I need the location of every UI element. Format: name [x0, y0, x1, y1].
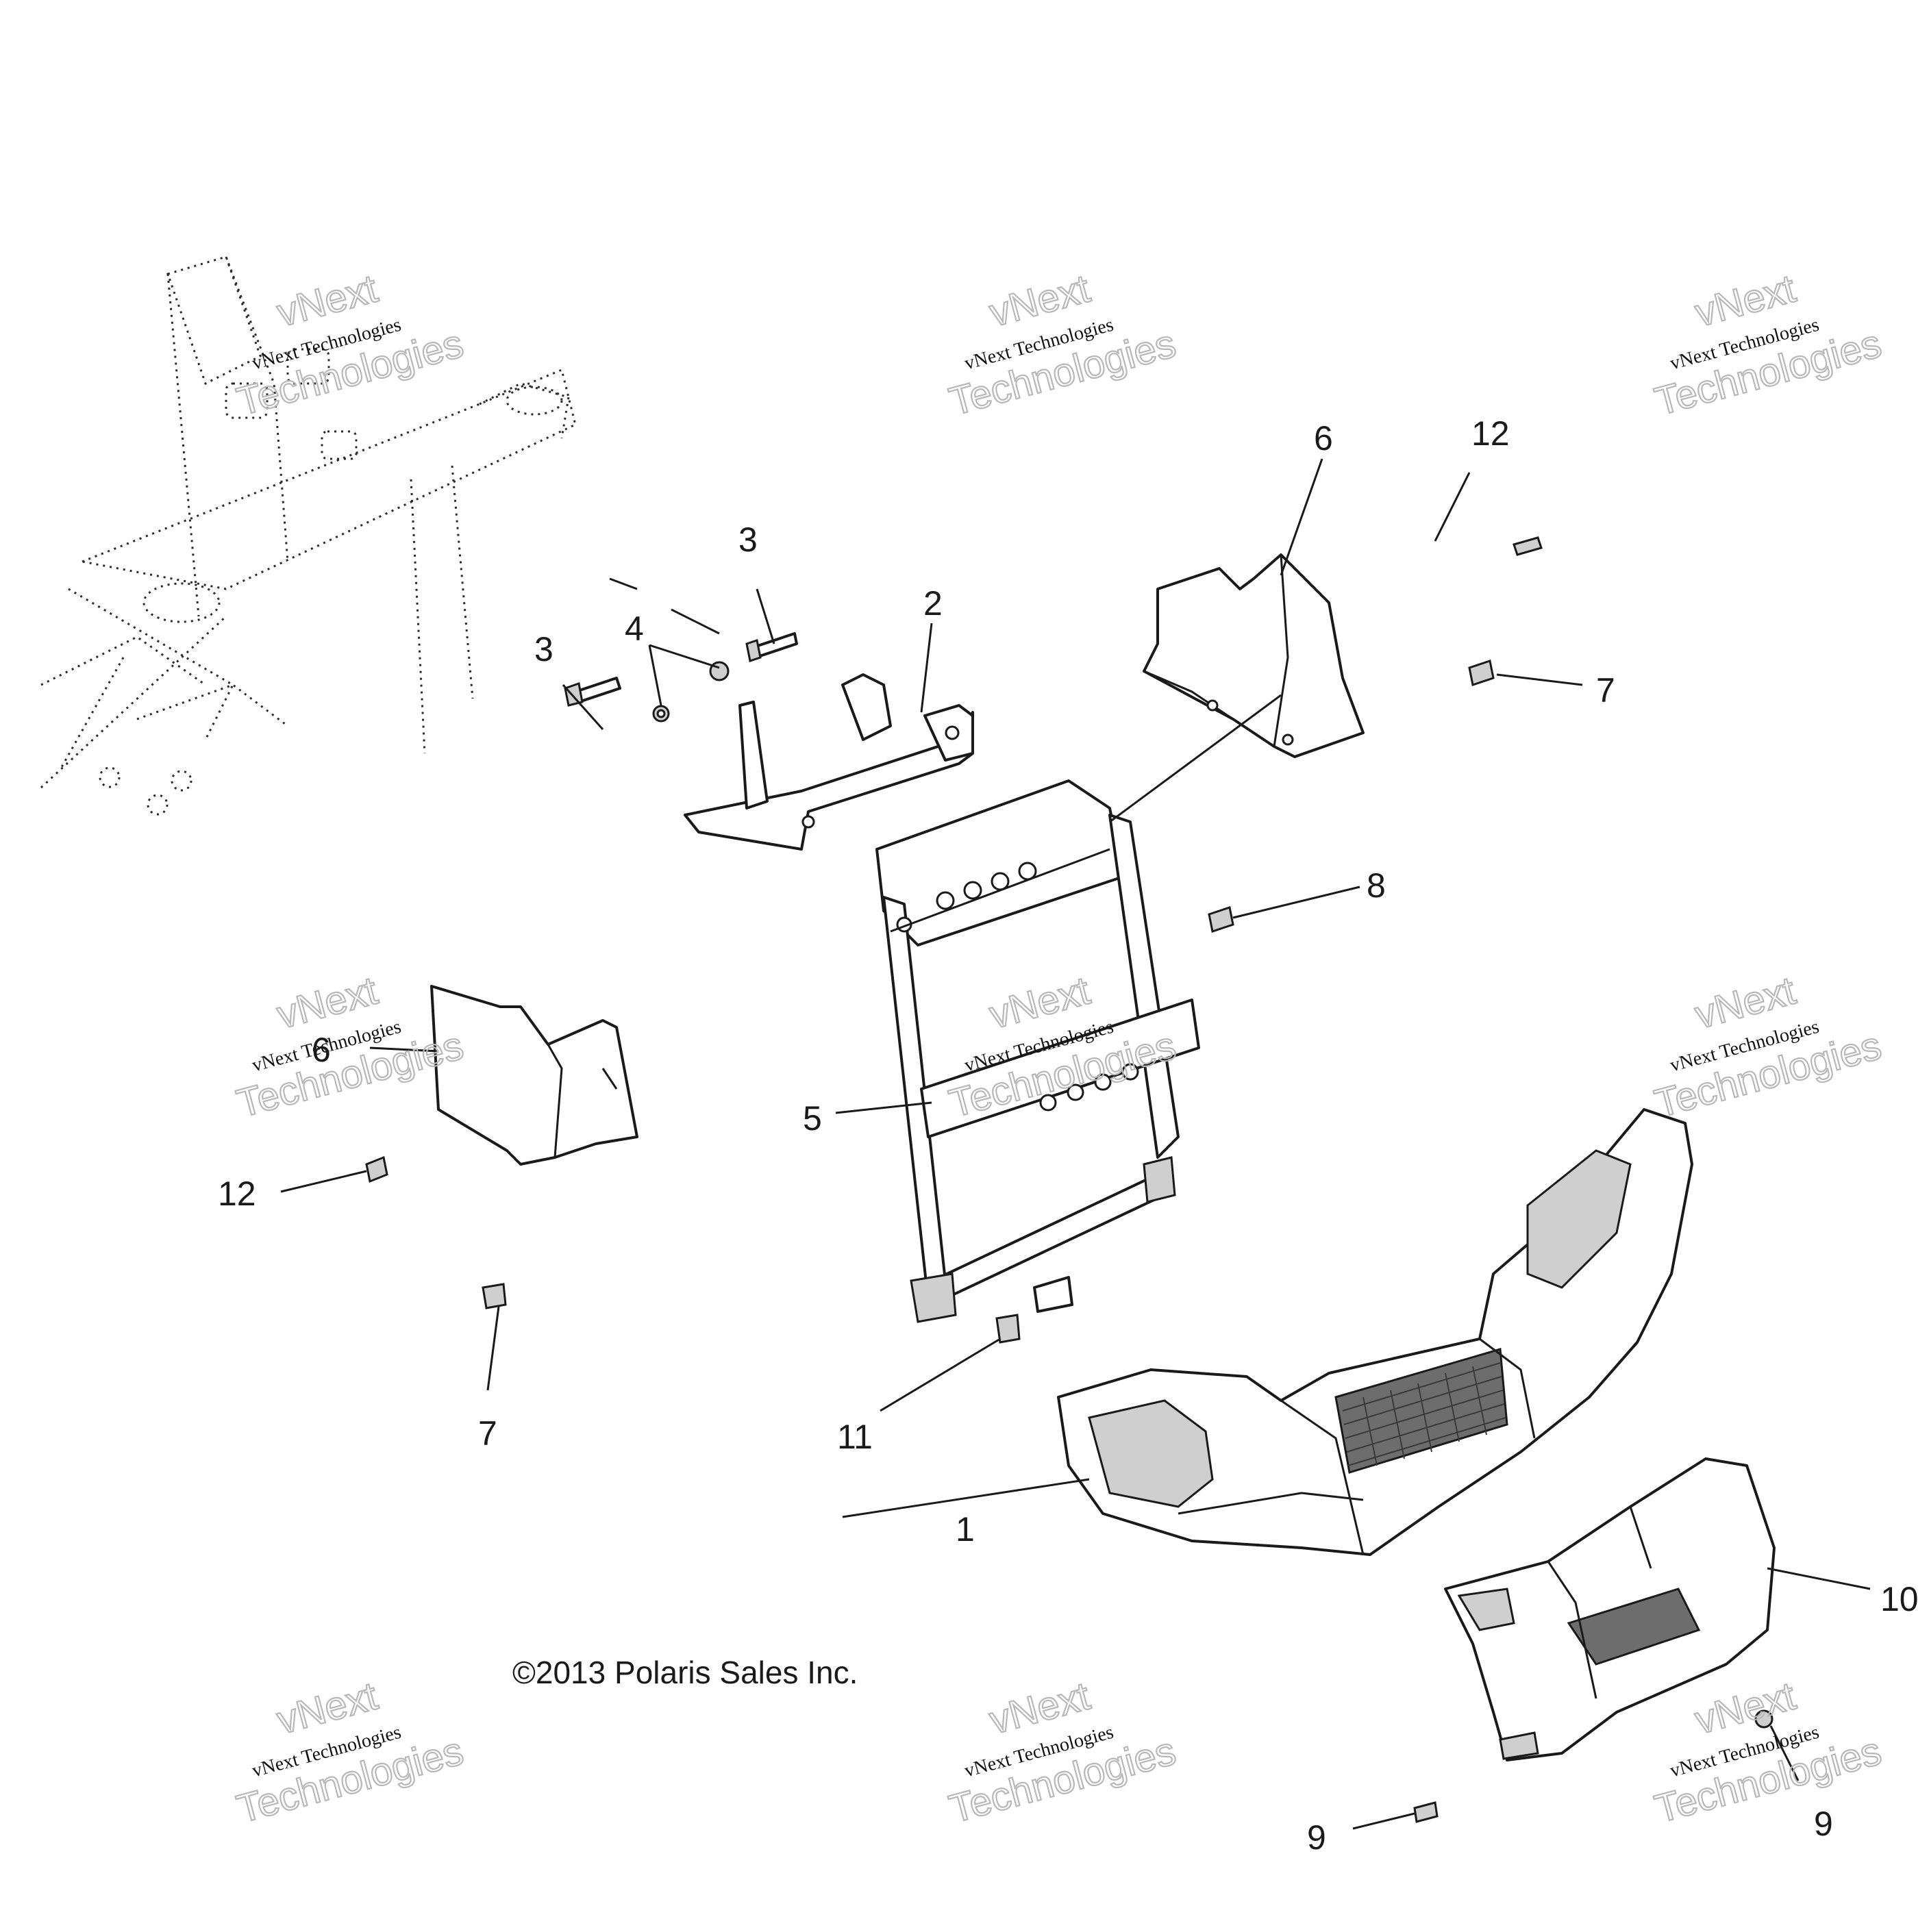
- front-fascia-part: [1057, 1108, 1693, 1556]
- callout-10: 10: [1880, 1580, 1919, 1618]
- front-frame-part: [875, 779, 1200, 1323]
- bolt-part: [564, 577, 798, 723]
- copyright-notice: ©2013 Polaris Sales Inc.: [512, 1655, 858, 1690]
- callout-2: 2: [923, 584, 943, 623]
- callout-9-right: 9: [1814, 1805, 1833, 1843]
- callout-6-upper: 6: [1314, 419, 1333, 457]
- mounting-bracket-part: [684, 673, 974, 851]
- callout-7-left: 7: [478, 1414, 497, 1453]
- watermark-mid-left: vNext vNext Technologies Technologies: [232, 968, 469, 1127]
- callout-11: 11: [837, 1418, 873, 1456]
- callout-4: 4: [625, 610, 644, 648]
- watermark-top-right: vNext vNext Technologies Technologies: [1650, 266, 1887, 425]
- callout-labels: 1 2 3 3 4 5 6 6 7 7 8 9 9 10 11 12 12: [218, 414, 1919, 1857]
- watermark-bottom-left: vNext vNext Technologies Technologies: [232, 1673, 469, 1833]
- watermark-bottom-center: vNext vNext Technologies Technologies: [944, 1673, 1181, 1833]
- callout-3-left: 3: [534, 630, 553, 668]
- callout-1: 1: [956, 1510, 975, 1548]
- shield-upper-part: [1143, 553, 1365, 758]
- vehicle-frame-reference: [40, 255, 577, 816]
- callout-5: 5: [803, 1099, 822, 1138]
- callout-3-right: 3: [738, 520, 758, 559]
- shield-lower-part: [430, 985, 638, 1166]
- callout-9-left: 9: [1307, 1818, 1326, 1857]
- callout-6-lower: 6: [312, 1031, 331, 1069]
- watermark-mid-right: vNext vNext Technologies Technologies: [1650, 968, 1887, 1127]
- watermark-top-left: vNext vNext Technologies Technologies: [232, 266, 469, 425]
- clip-fasteners: [365, 536, 1774, 1823]
- callout-12-upper: 12: [1471, 414, 1510, 453]
- watermark-top-center: vNext vNext Technologies Technologies: [944, 266, 1181, 425]
- callout-12-lower: 12: [218, 1175, 256, 1213]
- callout-8: 8: [1367, 866, 1386, 905]
- callout-7-right: 7: [1596, 671, 1615, 710]
- bumper-part: [1444, 1457, 1776, 1761]
- leader-lines: [280, 458, 1871, 1830]
